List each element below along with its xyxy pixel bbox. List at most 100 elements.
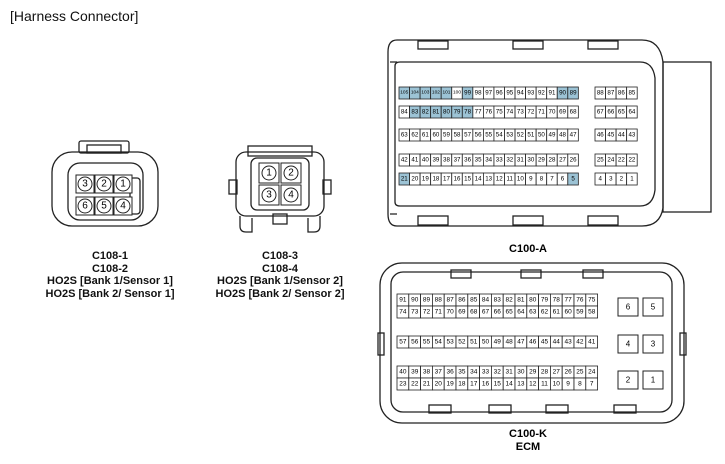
pin-36-label: 36 (464, 157, 471, 164)
pin-46-label: 46 (529, 339, 537, 346)
pin-1-terminal (115, 176, 131, 192)
pin-6-cell (617, 297, 639, 317)
pin-41-label: 41 (411, 157, 418, 164)
pin-45-label: 45 (607, 132, 614, 139)
pin-2-label: 2 (626, 376, 631, 385)
pin-82-label: 82 (505, 297, 513, 304)
connector-c108-right (228, 145, 332, 233)
pin-15-label: 15 (464, 176, 471, 183)
pin-38-label: 38 (423, 369, 431, 376)
pin-44-label: 44 (618, 132, 625, 139)
pin-49-label: 49 (549, 132, 556, 139)
pin-3-label: 3 (609, 176, 613, 183)
pin-58-label: 58 (588, 309, 596, 316)
pin-104-label: 104 (411, 90, 419, 96)
pin-3-terminal (77, 176, 93, 192)
pin-2-label: 2 (620, 176, 624, 183)
pin-42-label: 42 (576, 339, 584, 346)
c108-right-label-1: C108-3 (261, 250, 299, 262)
pin-49-label: 49 (494, 339, 502, 346)
pin-88-label: 88 (435, 297, 443, 304)
pin-30-label: 30 (527, 157, 534, 164)
pin-97-label: 97 (485, 90, 492, 97)
pin-57-label: 57 (464, 132, 471, 139)
c108-left-caption: C108-1 C108-2 HO2S [Bank 1/Sensor 1] HO2… (20, 250, 200, 300)
pin-102-label: 102 (432, 90, 440, 96)
pin-62-label: 62 (411, 132, 418, 139)
pin-35-label: 35 (458, 369, 466, 376)
pin-1-label: 1 (630, 176, 634, 183)
pin-84-label: 84 (401, 109, 408, 116)
pin-60-label: 60 (432, 132, 439, 139)
pin-2-label: 2 (288, 168, 294, 179)
pin-90-label: 90 (559, 90, 566, 97)
pin-5-cell (567, 172, 579, 186)
c100a-label: C100-A (509, 243, 547, 255)
c108-left-label-3: HO2S [Bank 1/Sensor 1] (47, 275, 173, 287)
pin-81-label: 81 (517, 297, 525, 304)
c108-right-label-4: HO2S [Bank 2/ Sensor 2] (215, 287, 345, 300)
pin-64-label: 64 (628, 109, 635, 116)
pin-11-label: 11 (541, 381, 548, 388)
pin-4-terminal (283, 187, 299, 203)
pin-81-label: 81 (432, 109, 439, 116)
pin-91-label: 91 (549, 90, 556, 97)
pin-47-cell (567, 128, 579, 142)
pin-18-label: 18 (458, 381, 466, 388)
c108-left-label-4: HO2S [Bank 2/ Sensor 1] (45, 287, 175, 300)
pin-75-label: 75 (496, 109, 503, 116)
pin-85-cell (626, 86, 638, 100)
pin-80-label: 80 (443, 109, 450, 116)
pin-85-label: 85 (628, 90, 635, 97)
pin-39-label: 39 (432, 157, 439, 164)
pin-57-label: 57 (399, 339, 407, 346)
pin-68-label: 68 (570, 109, 577, 116)
pin-73-label: 73 (411, 309, 419, 316)
pin-25-label: 25 (576, 369, 584, 376)
pin-33-label: 33 (496, 157, 503, 164)
pin-9-label: 9 (529, 176, 533, 183)
pin-29-label: 29 (538, 157, 545, 164)
pin-52-label: 52 (458, 339, 466, 346)
pin-31-label: 31 (505, 369, 513, 376)
pin-43-cell (626, 128, 638, 142)
pin-9-label: 9 (566, 381, 570, 388)
pin-88-label: 88 (597, 90, 604, 97)
pin-20-label: 20 (411, 176, 418, 183)
pin-22-label: 22 (618, 157, 625, 164)
pin-4-label: 4 (626, 340, 631, 349)
pin-40-label: 40 (399, 369, 407, 376)
pin-24-label: 24 (607, 157, 614, 164)
connector-c108-left (51, 140, 159, 227)
pin-12-label: 12 (496, 176, 503, 183)
pin-51-label: 51 (527, 132, 534, 139)
pin-58-cell (585, 305, 598, 319)
pin-59-label: 59 (576, 309, 584, 316)
pin-15-label: 15 (494, 381, 502, 388)
pin-6-label: 6 (82, 201, 88, 212)
pin-5-terminal (96, 198, 112, 214)
pin-17-label: 17 (470, 381, 478, 388)
pin-79-label: 79 (541, 297, 549, 304)
pin-26-label: 26 (564, 369, 572, 376)
pin-3-label: 3 (651, 340, 656, 349)
pin-94-label: 94 (517, 90, 524, 97)
pin-7-label: 7 (590, 381, 594, 388)
pin-84-label: 84 (482, 297, 490, 304)
pin-16-label: 16 (454, 176, 461, 183)
pin-56-label: 56 (411, 339, 419, 346)
pin-98-label: 98 (475, 90, 482, 97)
pin-29-label: 29 (529, 369, 537, 376)
pin-103-label: 103 (421, 90, 429, 96)
pin-77-label: 77 (475, 109, 482, 116)
pin-4-terminal (115, 198, 131, 214)
pin-6-label: 6 (626, 303, 631, 312)
pin-75-label: 75 (588, 297, 596, 304)
pin-47-label: 47 (517, 339, 525, 346)
pin-93-label: 93 (527, 90, 534, 97)
pin-64-label: 64 (517, 309, 525, 316)
connector-c100a-housing (387, 39, 712, 227)
pin-48-label: 48 (505, 339, 513, 346)
pin-87-label: 87 (446, 297, 454, 304)
